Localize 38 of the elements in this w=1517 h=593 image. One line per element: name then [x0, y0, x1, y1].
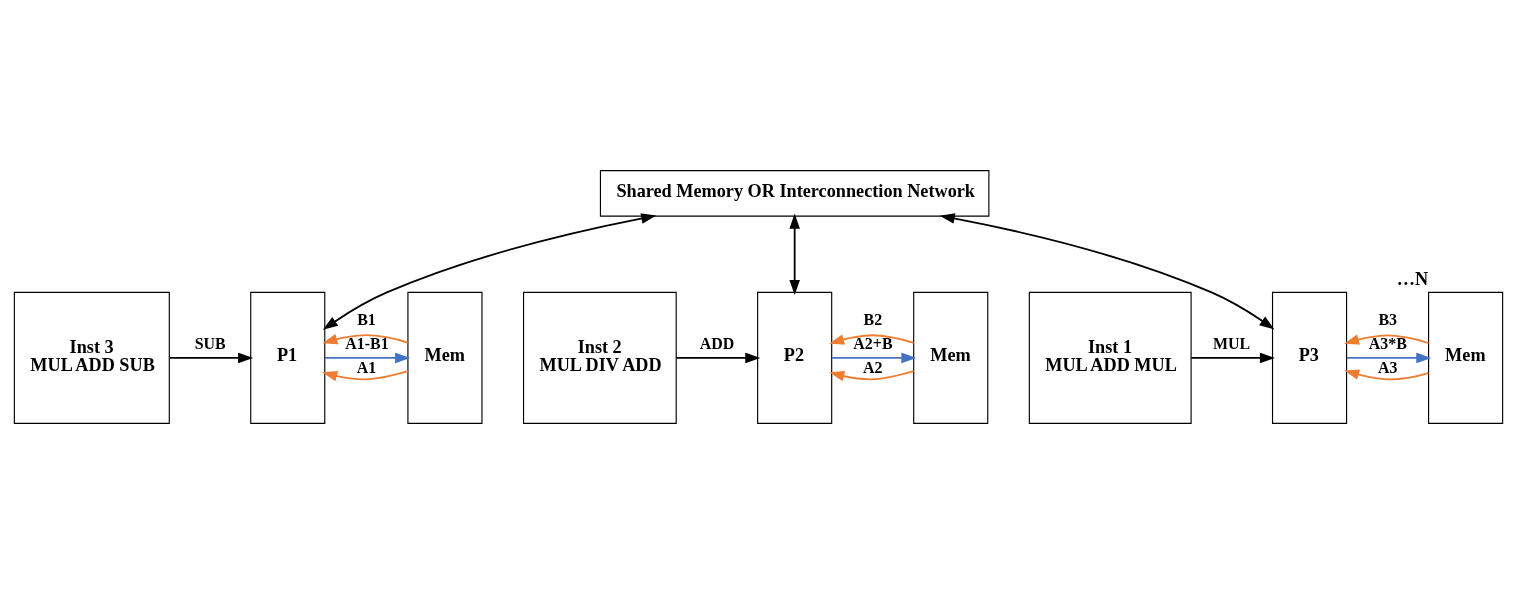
node-box: Mem	[1428, 291, 1504, 424]
node-label: …N	[1396, 268, 1429, 289]
arrow	[789, 213, 800, 295]
arrow	[829, 333, 915, 345]
node-box: Shared Memory OR Interconnection Network	[599, 169, 990, 217]
node-box: P2	[757, 291, 833, 424]
edge-label: A1-B1	[345, 334, 389, 352]
arrow	[324, 352, 411, 363]
edge-label: B3	[1378, 310, 1398, 328]
arrow	[939, 212, 1275, 329]
node-box: Inst 2 MUL DIV ADD	[522, 291, 677, 424]
arrow	[831, 352, 917, 363]
arrow	[168, 352, 254, 363]
arrow	[829, 369, 915, 381]
edge-label: A1	[356, 358, 377, 376]
node-box: P1	[250, 291, 326, 424]
node-box: P3	[1271, 291, 1348, 424]
edge-label: A2	[863, 358, 883, 376]
edge-label: A3	[1377, 358, 1398, 376]
node-box: Inst 3 MUL ADD SUB	[13, 291, 170, 424]
arrow	[1344, 368, 1430, 380]
node-box: Mem	[913, 291, 989, 424]
node-box: Mem	[407, 291, 483, 424]
arrow	[675, 352, 761, 363]
edge-label: ADD	[699, 334, 735, 352]
arrow	[1344, 333, 1430, 345]
edge-label: B1	[357, 310, 376, 328]
arrow	[322, 369, 409, 381]
arrow	[1346, 352, 1432, 363]
edge-label: A2+B	[853, 334, 893, 352]
arrow	[1190, 352, 1275, 363]
arrow	[322, 212, 657, 330]
edge-label: A3*B	[1368, 334, 1407, 352]
edge-label: MUL	[1213, 334, 1251, 352]
edge-label: SUB	[194, 334, 226, 352]
arrow	[322, 333, 409, 344]
node-box: Inst 1 MUL ADD MUL	[1028, 291, 1192, 424]
edge-label: B2	[863, 310, 883, 328]
